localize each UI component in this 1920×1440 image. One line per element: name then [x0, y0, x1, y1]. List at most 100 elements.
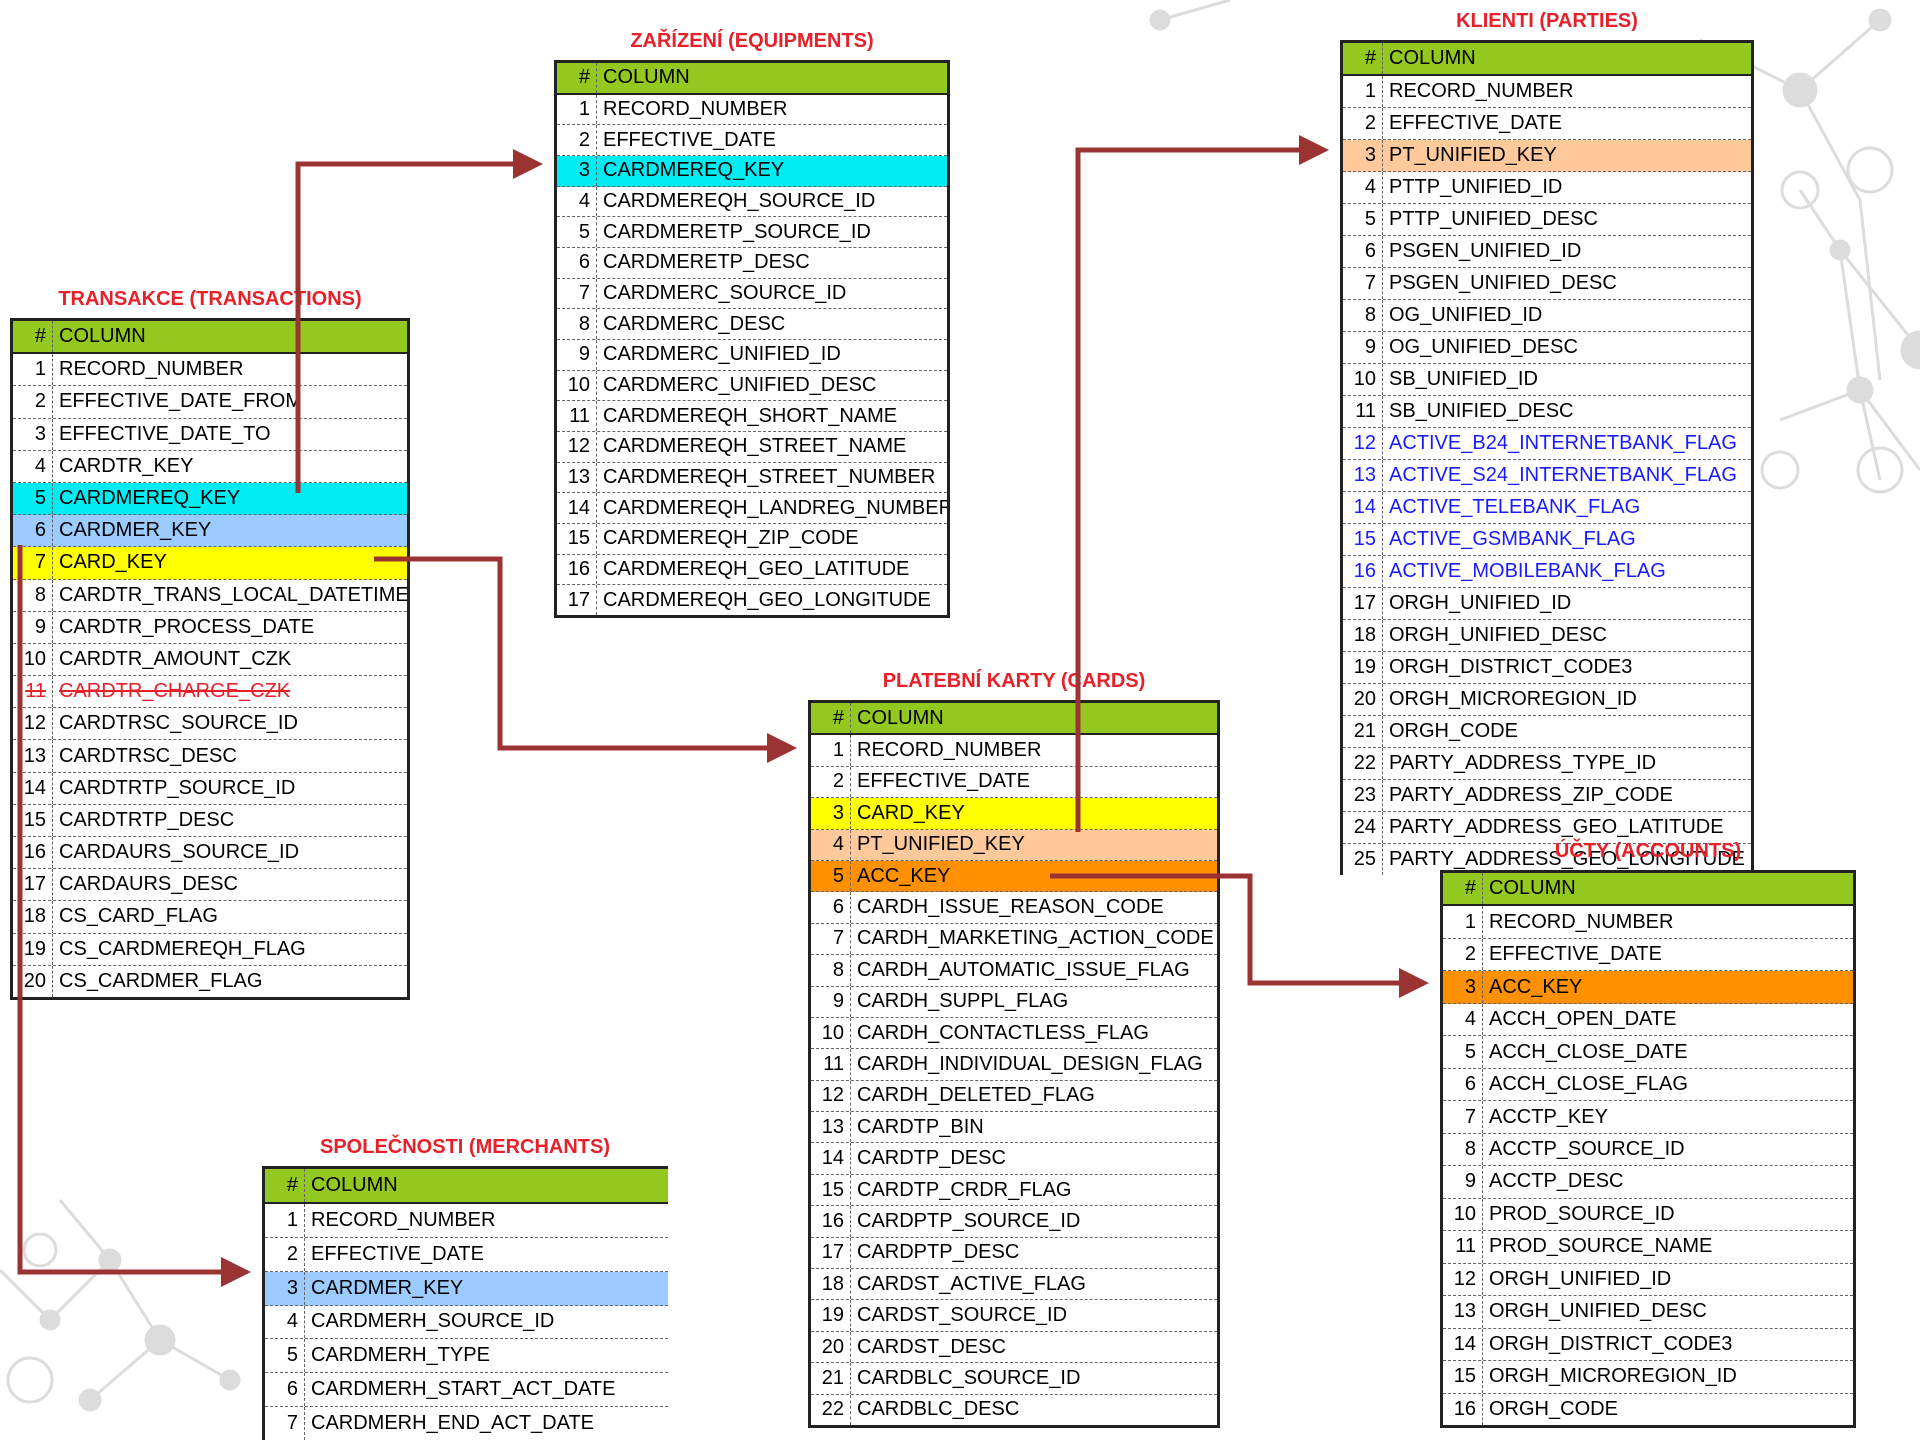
- column-name: CARDMER_KEY: [59, 519, 212, 542]
- header-column: COLUMN: [311, 1173, 398, 1196]
- table-title: KLIENTI (PARTIES): [1456, 10, 1638, 32]
- column-name: CS_CARDMER_FLAG: [59, 969, 263, 992]
- row-number: 4: [1443, 1003, 1483, 1036]
- column-name: CARDST_ACTIVE_FLAG: [857, 1272, 1086, 1295]
- row-number: 7: [265, 1407, 305, 1440]
- column-name: EFFECTIVE_DATE: [311, 1242, 484, 1265]
- header-column: COLUMN: [857, 706, 944, 729]
- column-name: PROD_SOURCE_ID: [1489, 1202, 1675, 1225]
- column-name: ORGH_MICROREGION_ID: [1389, 688, 1637, 710]
- row-number: 22: [811, 1394, 851, 1425]
- column-name: CARDTRTP_SOURCE_ID: [59, 776, 296, 799]
- row-number: 5: [811, 860, 851, 892]
- row-number: 6: [13, 515, 53, 547]
- row-number: 6: [1343, 236, 1383, 267]
- column-name: CARDH_ISSUE_REASON_CODE: [857, 896, 1164, 919]
- header-num: #: [557, 63, 597, 93]
- row-number: 7: [1343, 268, 1383, 299]
- row-number: 14: [1343, 492, 1383, 523]
- column-name: ORGH_UNIFIED_DESC: [1489, 1300, 1707, 1323]
- row-number: 15: [1343, 524, 1383, 555]
- column-name: ACTIVE_S24_INTERNETBANK_FLAG: [1389, 464, 1737, 486]
- row-number: 4: [557, 186, 597, 217]
- column-name: CARDMEREQH_STREET_NUMBER: [603, 466, 936, 489]
- table-header-row: # COLUMN: [557, 63, 947, 95]
- column-name: CARDPTP_SOURCE_ID: [857, 1209, 1081, 1232]
- column-name: SB_UNIFIED_ID: [1389, 368, 1538, 390]
- row-number: 5: [265, 1339, 305, 1373]
- row-number: 7: [811, 923, 851, 955]
- row-number: 17: [1343, 588, 1383, 619]
- column-name: ORGH_UNIFIED_DESC: [1389, 624, 1607, 646]
- row-number: 17: [13, 869, 53, 901]
- row-number: 11: [1343, 396, 1383, 427]
- table-header-row: # COLUMN: [1343, 43, 1751, 76]
- column-name: CARDTR_TRANS_LOCAL_DATETIME: [59, 583, 407, 606]
- row-number: 8: [1443, 1133, 1483, 1166]
- column-name: CARDPTP_DESC: [857, 1241, 1020, 1264]
- header-column: COLUMN: [1489, 877, 1576, 900]
- row-number: 15: [557, 524, 597, 554]
- row-number: 2: [1443, 938, 1483, 971]
- column-name: ACTIVE_B24_INTERNETBANK_FLAG: [1389, 432, 1737, 454]
- row-number: 23: [1343, 780, 1383, 811]
- column-name: EFFECTIVE_DATE: [857, 770, 1030, 793]
- row-number: 11: [1443, 1231, 1483, 1263]
- row-number: 9: [557, 340, 597, 370]
- row-number: 18: [811, 1269, 851, 1300]
- row-number: 10: [811, 1017, 851, 1049]
- column-name: RECORD_NUMBER: [857, 739, 1042, 762]
- row-number: 2: [1343, 108, 1383, 139]
- column-name: CARDMEREQH_SOURCE_ID: [603, 190, 876, 213]
- row-number: 3: [557, 156, 597, 186]
- column-name: ACCTP_KEY: [1489, 1105, 1608, 1128]
- row-number: 1: [811, 735, 851, 766]
- table-header-row: # COLUMN: [811, 703, 1217, 736]
- row-number: 10: [13, 643, 53, 676]
- row-number: 1: [13, 354, 53, 386]
- table-header-row: # COLUMN: [13, 321, 407, 355]
- column-name: ORGH_CODE: [1389, 720, 1518, 742]
- header-num: #: [811, 703, 851, 734]
- column-name: ACC_KEY: [1489, 975, 1583, 998]
- header-column: COLUMN: [1389, 47, 1476, 69]
- row-number: 2: [557, 125, 597, 156]
